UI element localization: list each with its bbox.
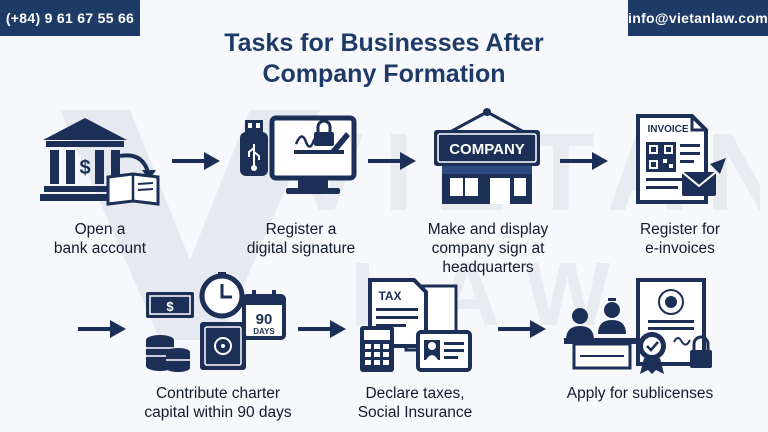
calendar-days-label: DAYS xyxy=(253,327,275,336)
arrow-right-icon xyxy=(368,152,416,170)
company-sign-icon: COMPANY xyxy=(434,108,540,204)
step-label-company-sign: Make and display company sign at headqua… xyxy=(427,221,549,276)
arrow-right-icon xyxy=(498,320,546,338)
charter-capital-icon: $ 90 DAYS xyxy=(146,272,286,372)
arrow-right-icon xyxy=(298,320,346,338)
email-address: info@vietanlaw.com xyxy=(628,10,768,26)
sublicense-icon xyxy=(564,278,712,374)
title-line-1: Tasks for Businesses After xyxy=(224,29,544,57)
step-label-e-invoices: Register for e-invoices xyxy=(639,221,721,257)
step-label-digital-signature: Register a digital signature xyxy=(246,221,356,257)
tax-documents-icon: TAX xyxy=(360,278,472,372)
digital-signature-icon xyxy=(240,115,357,194)
svg-text:$: $ xyxy=(166,299,174,314)
tax-doc-text: TAX xyxy=(378,289,401,303)
calendar-days-number: 90 xyxy=(256,311,273,328)
email-badge[interactable]: info@vietanlaw.com xyxy=(628,0,768,36)
step-label-bank: Open a bank account xyxy=(53,221,147,257)
title-line-2: Company Formation xyxy=(262,60,506,88)
step-label-taxes: Declare taxes, Social Insurance xyxy=(357,385,473,421)
bank-icon: $ xyxy=(40,118,160,206)
arrow-right-icon xyxy=(560,152,608,170)
company-sign-text: COMPANY xyxy=(449,141,525,158)
arrow-right-icon xyxy=(78,320,126,338)
step-label-charter-capital: Contribute charter capital within 90 day… xyxy=(144,385,292,421)
phone-badge[interactable]: (+84) 9 61 67 55 66 xyxy=(0,0,140,36)
page-title: Tasks for Businesses After Company Forma… xyxy=(0,28,768,90)
phone-number: (+84) 9 61 67 55 66 xyxy=(5,10,135,26)
arrow-right-icon xyxy=(172,152,220,170)
step-label-sublicenses: Apply for sublicenses xyxy=(566,385,714,402)
svg-text:$: $ xyxy=(79,157,90,179)
invoice-doc-text: INVOICE xyxy=(647,124,688,135)
invoice-icon: INVOICE xyxy=(636,114,726,204)
